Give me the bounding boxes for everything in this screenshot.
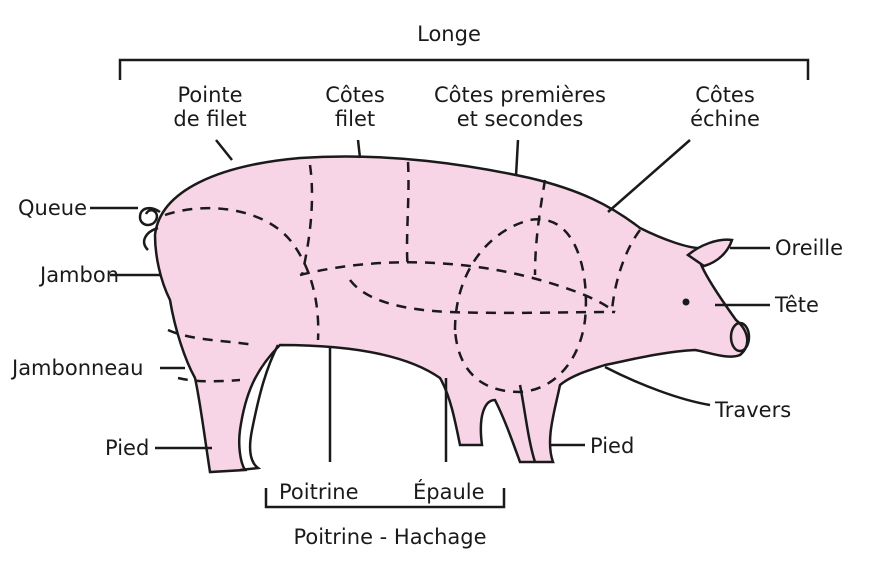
pointe-de-filet-line-1: Pointe [150,83,270,107]
longe-label: Longe [414,22,484,46]
tete-label: Tête [775,293,819,317]
cotes-filet-line-2: filet [300,107,410,131]
longe-bracket [120,60,808,80]
cotes-echine-label: Côtes échine [670,83,780,131]
pointe-de-filet-label: Pointe de filet [150,83,270,131]
pied-arriere-label: Pied [105,436,149,460]
cotes-echine-line-1: Côtes [670,83,780,107]
eye [683,299,690,306]
pointe-de-filet-line-2: de filet [150,107,270,131]
cotes-echine-line-2: échine [670,107,780,131]
cotes-filet-label: Côtes filet [300,83,410,131]
pig-body [155,156,747,472]
cotes-filet-line-1: Côtes [300,83,410,107]
jambonneau-label: Jambonneau [12,356,143,380]
cotes-premieres-label: Côtes premières et secondes [420,83,620,131]
poitrine-label: Poitrine [279,480,359,504]
epaule-label: Épaule [413,480,485,504]
pied-avant-label: Pied [590,434,634,458]
cotes-premieres-line-2: et secondes [420,107,620,131]
travers-label: Travers [715,398,791,422]
poitrine-hachage-label: Poitrine - Hachage [270,525,510,549]
jambon-label: Jambon [40,263,119,287]
cotes-premieres-line-1: Côtes premières [420,83,620,107]
queue-label: Queue [18,196,87,220]
oreille-label: Oreille [775,236,843,260]
